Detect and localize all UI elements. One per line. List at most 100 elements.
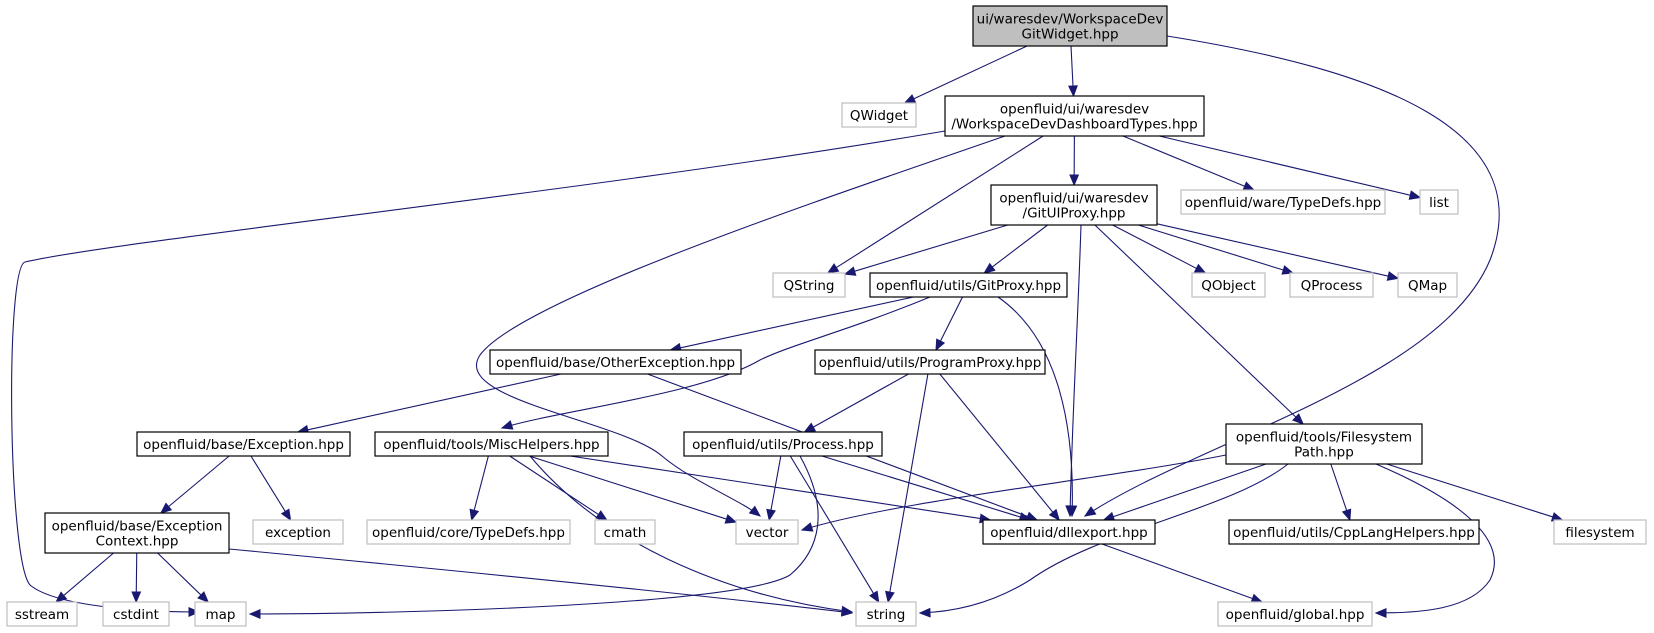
edge-root-to-dllexport bbox=[1083, 35, 1500, 517]
node-cmath-box bbox=[594, 519, 656, 545]
edge-gitproxy-to-programproxy-line bbox=[939, 296, 963, 344]
node-qstring-box bbox=[772, 272, 846, 298]
edge-programproxy-to-string-line bbox=[888, 373, 929, 595]
node-exception-label-line-0: exception bbox=[265, 525, 331, 541]
node-root-box bbox=[972, 5, 1168, 47]
edge-gitproxy-to-dllexport bbox=[997, 296, 1078, 518]
edge-fspath-to-cpplang-line bbox=[1330, 463, 1348, 513]
node-sstream: sstream bbox=[6, 601, 78, 627]
node-fspath-box bbox=[1225, 423, 1423, 465]
edge-exception_hpp-to-exception-line bbox=[250, 455, 287, 514]
edge-process-to-map bbox=[248, 455, 819, 619]
edge-dllexport-to-global-line bbox=[1101, 543, 1255, 600]
edge-gituiproxy-to-gitproxy-line bbox=[990, 224, 1048, 269]
edge-dashboard-to-gituiproxy-arrowhead bbox=[1069, 174, 1080, 187]
node-dllexport[interactable]: openfluid/dllexport.hpp bbox=[982, 519, 1156, 545]
edge-mischelpers-to-string-line bbox=[529, 455, 853, 613]
edge-dashboard-to-map-arrowhead bbox=[188, 607, 201, 617]
edge-excctx-to-string-line bbox=[228, 548, 853, 614]
edge-fspath-to-vector-line bbox=[801, 454, 1227, 531]
node-otherexc-box bbox=[489, 349, 742, 375]
node-cstdint-label-line-0: cstdint bbox=[113, 607, 159, 623]
edge-gituiproxy-to-qmap bbox=[1156, 223, 1400, 281]
edge-process-to-dllexport bbox=[821, 455, 1032, 522]
node-string-label-line-0: string bbox=[867, 607, 906, 623]
node-process[interactable]: openfluid/utils/Process.hpp bbox=[683, 431, 883, 457]
edge-process-to-map-arrowhead bbox=[248, 609, 261, 619]
edge-gitproxy-to-mischelpers-arrowhead bbox=[500, 420, 514, 430]
node-map-label-line-0: map bbox=[206, 607, 236, 623]
node-cpplang[interactable]: openfluid/utils/CppLangHelpers.hpp bbox=[1228, 519, 1480, 545]
edge-otherexc-to-exception_hpp-line bbox=[305, 373, 562, 431]
node-programproxy[interactable]: openfluid/utils/ProgramProxy.hpp bbox=[814, 349, 1046, 375]
node-global: openfluid/global.hpp bbox=[1217, 601, 1373, 627]
edge-dashboard-to-qstring-line bbox=[834, 135, 1044, 270]
edge-fspath-to-dllexport-line bbox=[1111, 463, 1267, 518]
node-qstring: QString bbox=[772, 272, 846, 298]
node-qmap-label-line-0: QMap bbox=[1408, 278, 1447, 294]
node-filesystem-box bbox=[1553, 519, 1647, 545]
edge-process-to-string-line bbox=[789, 455, 876, 596]
edge-gitproxy-to-otherexc bbox=[669, 296, 914, 353]
node-qprocess-label-line-0: QProcess bbox=[1301, 278, 1363, 294]
node-otherexc[interactable]: openfluid/base/OtherException.hpp bbox=[489, 349, 742, 375]
edge-gitproxy-to-programproxy-arrowhead bbox=[935, 338, 946, 352]
edge-root-to-qwidget-arrowhead bbox=[903, 94, 917, 104]
node-map: map bbox=[194, 601, 247, 627]
edge-root-to-dllexport-line bbox=[1084, 35, 1500, 517]
edge-process-to-dllexport-line bbox=[821, 455, 1023, 519]
node-gituiproxy[interactable]: openfluid/ui/waresdev/GitUIProxy.hpp bbox=[990, 184, 1158, 226]
node-excctx-label-line-0: openfluid/base/Exception bbox=[52, 519, 223, 535]
edge-process-to-vector-arrowhead bbox=[766, 508, 776, 522]
node-exception_hpp[interactable]: openfluid/base/Exception.hpp bbox=[136, 431, 351, 457]
node-otherexc-label-line-0: openfluid/base/OtherException.hpp bbox=[496, 355, 735, 371]
edge-mischelpers-to-vector bbox=[528, 455, 738, 524]
edge-dashboard-to-qstring bbox=[826, 135, 1044, 274]
edge-gitproxy-to-mischelpers-line bbox=[501, 296, 931, 429]
edge-dashboard-to-list-line bbox=[1159, 135, 1413, 197]
edge-process-to-string-arrowhead bbox=[869, 590, 880, 604]
edge-gitproxy-to-mischelpers bbox=[500, 296, 931, 430]
edge-fspath-to-string-arrowhead bbox=[918, 607, 931, 618]
node-mischelpers[interactable]: openfluid/tools/MiscHelpers.hpp bbox=[374, 431, 609, 457]
edge-root-to-qwidget bbox=[903, 45, 1028, 104]
node-cstdint-box bbox=[102, 601, 170, 627]
edge-gituiproxy-to-qstring-arrowhead bbox=[843, 266, 857, 276]
edge-exception_hpp-to-exception bbox=[250, 455, 292, 522]
edge-root-to-dashboard-line bbox=[1070, 45, 1074, 89]
edge-mischelpers-to-cmath-line bbox=[509, 455, 601, 517]
node-mischelpers-label-line-0: openfluid/tools/MiscHelpers.hpp bbox=[383, 437, 599, 453]
edge-dashboard-to-vector-arrowhead bbox=[748, 505, 762, 517]
node-qmap: QMap bbox=[1397, 272, 1458, 298]
node-filesystem-label-line-0: filesystem bbox=[1565, 525, 1634, 541]
edge-gitproxy-to-dllexport-arrowhead bbox=[1067, 505, 1078, 518]
edge-gituiproxy-to-qstring bbox=[843, 224, 1008, 276]
node-string-box bbox=[855, 601, 917, 627]
node-root-label-line-0: ui/waresdev/WorkspaceDev bbox=[977, 12, 1164, 28]
edge-root-to-dashboard bbox=[1068, 45, 1078, 98]
node-dashboard[interactable]: openfluid/ui/waresdev/WorkspaceDevDashbo… bbox=[944, 95, 1205, 137]
node-coretypedefs-box bbox=[366, 519, 571, 545]
edge-dashboard-to-waretypedefs bbox=[1122, 135, 1256, 191]
edge-mischelpers-to-coretypedefs-arrowhead bbox=[469, 508, 480, 522]
node-gitproxy[interactable]: openfluid/utils/GitProxy.hpp bbox=[869, 272, 1068, 298]
edge-process-to-string bbox=[789, 455, 880, 604]
node-sstream-label-line-0: sstream bbox=[15, 607, 69, 623]
node-process-label-line-0: openfluid/utils/Process.hpp bbox=[692, 437, 874, 453]
node-list-box bbox=[1419, 189, 1459, 215]
node-dllexport-box bbox=[982, 519, 1156, 545]
node-excctx-label-line-1: Context.hpp bbox=[96, 534, 179, 550]
edge-gituiproxy-to-dllexport bbox=[1065, 224, 1082, 518]
node-exception_hpp-label-line-0: openfluid/base/Exception.hpp bbox=[143, 437, 344, 453]
edge-gituiproxy-to-dllexport-line bbox=[1069, 224, 1082, 517]
node-programproxy-label-line-0: openfluid/utils/ProgramProxy.hpp bbox=[819, 355, 1042, 371]
node-vector: vector bbox=[735, 519, 799, 545]
edge-fspath-to-global bbox=[1374, 463, 1495, 618]
edge-gitproxy-to-dllexport-line bbox=[997, 296, 1073, 517]
edge-otherexc-to-exception_hpp bbox=[296, 373, 562, 435]
edge-fspath-to-global-line bbox=[1375, 463, 1495, 614]
edge-mischelpers-to-dllexport-line bbox=[570, 455, 983, 520]
